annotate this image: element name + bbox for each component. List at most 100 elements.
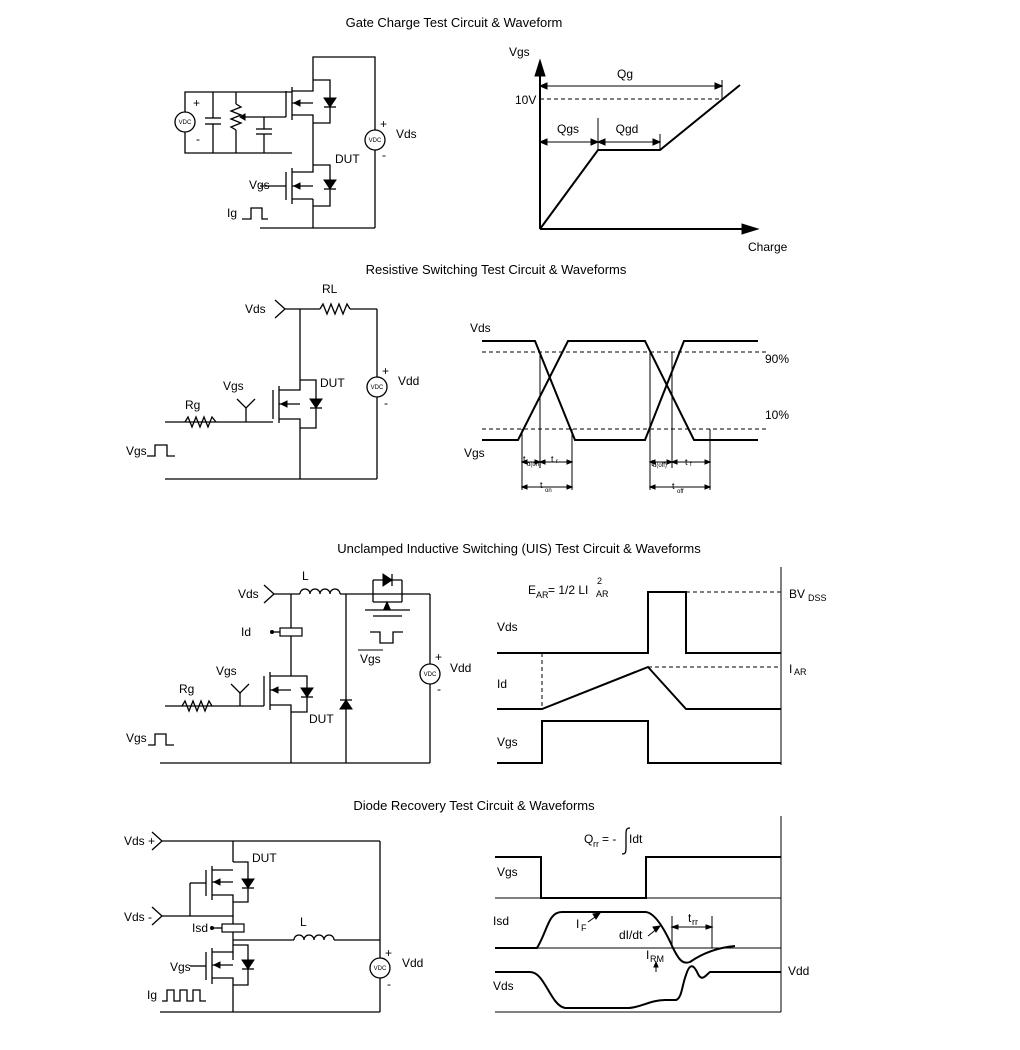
trr-sub: rr	[692, 917, 698, 927]
vds-label: Vds	[396, 127, 417, 141]
inductor	[293, 934, 335, 941]
integral-icon	[621, 827, 631, 855]
plus-sign: +	[193, 96, 200, 110]
idt-label: Idt	[629, 832, 643, 846]
e-label: E	[528, 583, 536, 597]
l-label: L	[302, 569, 309, 583]
vdc-source-2	[364, 129, 386, 151]
vdd-label: Vdd	[402, 956, 423, 970]
td-on-label: d(on)	[527, 462, 541, 468]
vds-waveform	[497, 591, 781, 654]
pulse-train-icon	[162, 989, 206, 1002]
rl-resistor	[319, 302, 351, 316]
id-label: Id	[241, 625, 251, 639]
vds-wave-label: Vds	[497, 620, 518, 634]
td-off-label: d(off)	[653, 463, 667, 469]
t-label: t	[540, 480, 543, 490]
vgs-label: Vgs	[249, 178, 270, 192]
vgs-waveform	[482, 340, 758, 441]
isd-waveform	[495, 911, 736, 964]
vgs-waveform	[495, 856, 781, 899]
10-percent-label: 10%	[765, 408, 789, 422]
vds-wave-label: Vds	[470, 321, 491, 335]
isd-label: Isd	[192, 921, 208, 935]
vdc-label: VDC	[424, 672, 437, 678]
trr-label: t	[688, 911, 692, 925]
minus-sign: -	[382, 148, 386, 162]
90-percent-label: 90%	[765, 352, 789, 366]
id-waveform	[497, 665, 781, 710]
vdd-label: Vdd	[450, 661, 471, 675]
diode-waveforms: Q rr = - Idt Vgs Isd Vds Vdd I F dI/dt t…	[493, 816, 809, 1013]
resistive-title: Resistive Switching Test Circuit & Wavef…	[366, 262, 627, 277]
plus-sign: +	[385, 946, 392, 960]
t-label: t	[685, 457, 688, 467]
minus-sign: -	[384, 396, 388, 410]
irm-label: I	[646, 948, 649, 962]
rg-resistor	[184, 415, 217, 429]
y-axis-arrow-icon	[534, 58, 546, 77]
diode-title: Diode Recovery Test Circuit & Waveforms	[353, 798, 595, 813]
vdc-source-1	[174, 111, 196, 133]
vds-minus-terminal	[151, 906, 163, 926]
toff-label: off	[677, 489, 684, 495]
vds-label: Vds	[245, 302, 266, 316]
t-label: t	[551, 454, 554, 464]
id-wave-label: Id	[497, 677, 507, 691]
vds-minus-label: Vds -	[124, 910, 152, 924]
x-axis-arrow-icon	[741, 223, 760, 235]
gate-charge-curve	[539, 84, 741, 230]
pulse-icon	[147, 444, 175, 457]
pulse-icon	[148, 733, 174, 746]
vds-label: Vds	[238, 587, 259, 601]
dut-label: DUT	[252, 851, 277, 865]
minus-sign: -	[196, 132, 200, 146]
qgd-label: Qgd	[616, 122, 639, 136]
ig-label: Ig	[227, 206, 237, 220]
rg-label: Rg	[179, 682, 194, 696]
uis-circuit: Vds L Id Vgs VDC + - Vdd Rg Vgs DUT Vgs	[126, 569, 471, 764]
vdd-wave-label: Vdd	[788, 964, 809, 978]
qrr-sub: rr	[593, 839, 599, 849]
t-label: t	[651, 458, 654, 468]
t-label: t	[523, 454, 526, 464]
vgs-label: Vgs	[170, 960, 191, 974]
bv-label: BV	[789, 587, 805, 601]
gate-charge-circuit: VDC + - VDC + - Vds DUT Vgs Ig	[174, 56, 417, 229]
dut-label: DUT	[335, 152, 360, 166]
uis-title: Unclamped Inductive Switching (UIS) Test…	[337, 541, 701, 556]
vgs-pulse-label: Vgs	[126, 731, 147, 745]
current-probe	[279, 627, 303, 637]
vdc-label: VDC	[374, 966, 387, 972]
vds-terminal	[274, 299, 286, 319]
didt-label: dI/dt	[619, 928, 643, 942]
qrr-label: Q	[584, 832, 593, 846]
inductor	[299, 588, 341, 595]
vgs-input-label: Vgs	[223, 379, 244, 393]
resistive-waveforms: Vds Vgs 90% 10% t d(on) t r t on t d(off…	[464, 321, 789, 495]
vdc-label: VDC	[179, 120, 192, 126]
plus-sign: +	[382, 364, 389, 378]
if-label: I	[576, 917, 579, 931]
squared-label: 2	[597, 576, 602, 586]
diode-circuit: Vds + DUT Vds - Isd L VDC + - Vdd Vgs Ig	[124, 831, 423, 1013]
vds-plus-label: Vds +	[124, 834, 155, 848]
qgs-label: Qgs	[557, 122, 579, 136]
if-sub: F	[581, 923, 587, 933]
gate-charge-title: Gate Charge Test Circuit & Waveform	[346, 15, 563, 30]
rg-resistor	[181, 699, 213, 713]
eq-label: = 1/2 LI	[548, 583, 588, 597]
plus-sign: +	[435, 650, 442, 664]
dss-sub: DSS	[808, 593, 827, 603]
ar-sub: AR	[536, 590, 549, 600]
ar-sub-2: AR	[596, 589, 609, 599]
tr-label: r	[556, 459, 558, 465]
current-probe	[221, 923, 245, 933]
vds-waveform	[482, 340, 758, 441]
l-label: L	[300, 915, 307, 929]
uis-waveforms: E AR = 1/2 LI 2 AR BV DSS I AR Vds Id Vg…	[497, 567, 827, 765]
pulse-icon	[242, 207, 268, 220]
vgs-terminal	[236, 398, 256, 409]
vgs-wave-label: Vgs	[497, 735, 518, 749]
